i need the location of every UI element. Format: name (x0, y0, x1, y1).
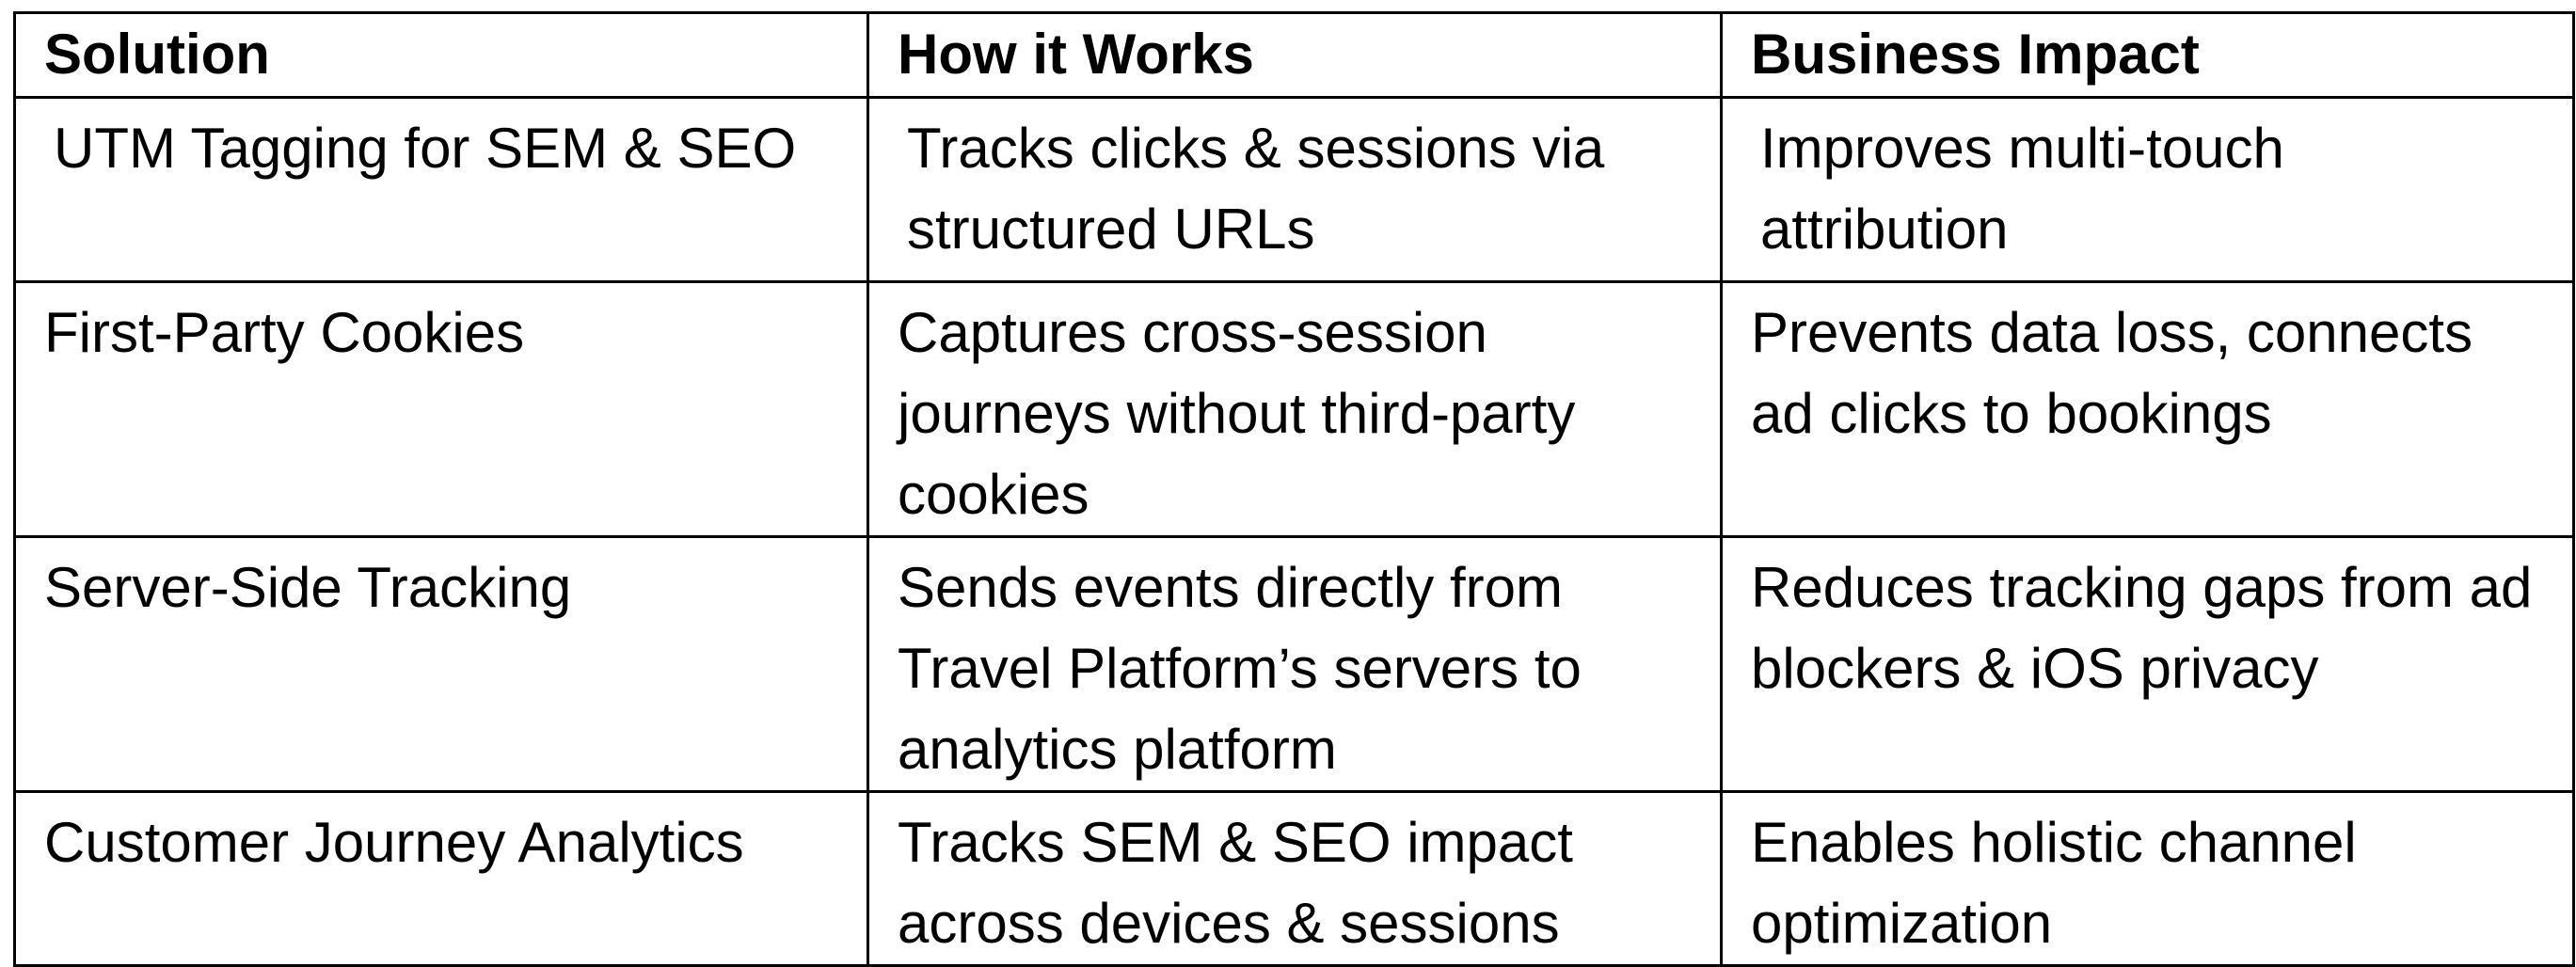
cell-solution: First-Party Cookies (13, 280, 869, 538)
table-header-row: Solution How it Works Business Impact (13, 11, 2575, 99)
table-row: First-Party Cookies Captures cross-sessi… (13, 280, 2575, 538)
cell-solution: UTM Tagging for SEM & SEO (13, 96, 869, 283)
header-solution: Solution (13, 11, 869, 99)
cell-business-impact: Improves multi-touch attribution (1720, 96, 2575, 283)
cell-how-it-works: Tracks SEM & SEO impact across devices &… (867, 790, 1723, 967)
cell-solution: Customer Journey Analytics (13, 790, 869, 967)
cell-business-impact: Enables holistic channel optimization (1720, 790, 2575, 967)
solutions-table: Solution How it Works Business Impact UT… (13, 11, 2575, 967)
cell-how-it-works: Sends events directly from Travel Platfo… (867, 535, 1723, 793)
cell-how-it-works: Tracks clicks & sessions via structured … (867, 96, 1723, 283)
table-row: UTM Tagging for SEM & SEO Tracks clicks … (13, 96, 2575, 283)
cell-how-it-works: Captures cross-session journeys without … (867, 280, 1723, 538)
cell-business-impact: Reduces tracking gaps from ad blockers &… (1720, 535, 2575, 793)
header-how-it-works: How it Works (867, 11, 1723, 99)
comparison-table-wrapper: Solution How it Works Business Impact UT… (13, 11, 2575, 967)
cell-solution: Server-Side Tracking (13, 535, 869, 793)
header-business-impact: Business Impact (1720, 11, 2575, 99)
table-row: Server-Side Tracking Sends events direct… (13, 535, 2575, 793)
cell-business-impact: Prevents data loss, connects ad clicks t… (1720, 280, 2575, 538)
table-row: Customer Journey Analytics Tracks SEM & … (13, 790, 2575, 967)
